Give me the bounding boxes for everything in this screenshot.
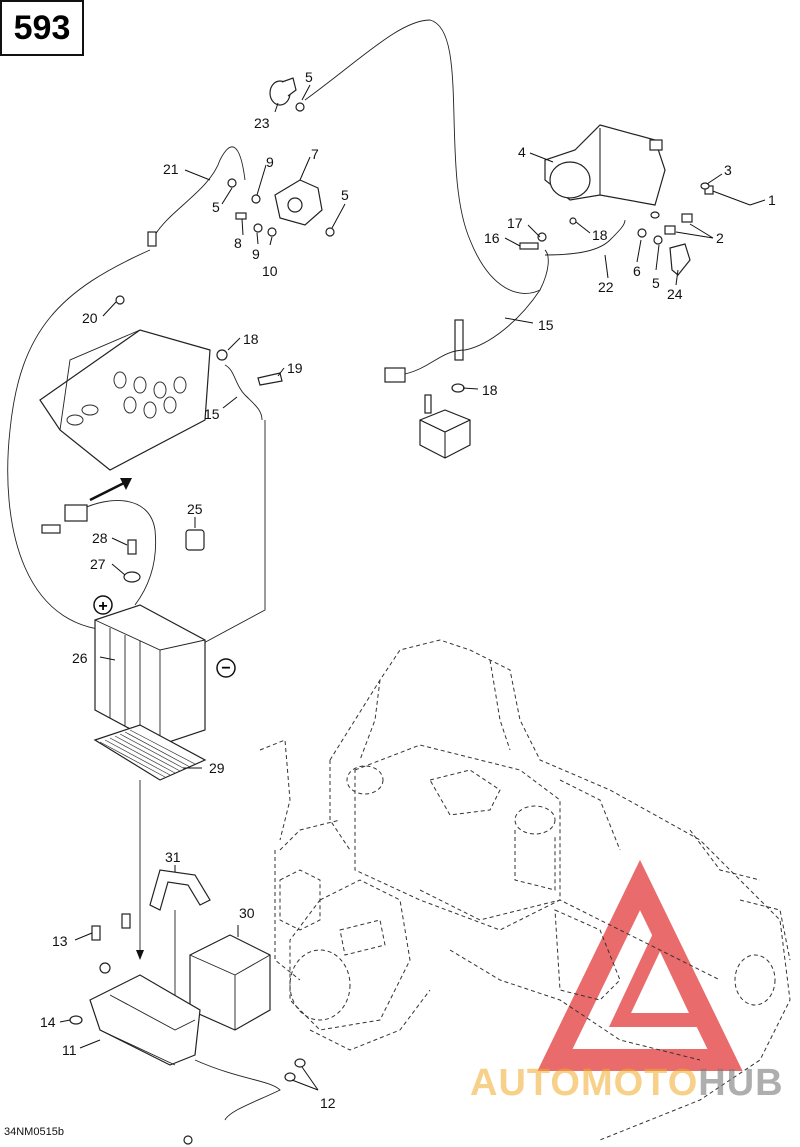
callout-19: 19 xyxy=(287,360,303,376)
fasteners-solenoid xyxy=(227,102,335,237)
callout-26: 26 xyxy=(72,650,88,666)
callout-9b: 9 xyxy=(252,246,260,262)
callout-16: 16 xyxy=(484,230,500,246)
callout-12: 12 xyxy=(320,1095,336,1111)
battery-cover xyxy=(189,934,271,1031)
callout-21: 21 xyxy=(163,161,179,177)
negative-terminal-label: − xyxy=(221,660,230,677)
callout-6: 6 xyxy=(633,263,641,279)
callout-18b: 18 xyxy=(243,331,259,347)
callout-3: 3 xyxy=(724,162,732,178)
starter-solenoid xyxy=(274,179,323,226)
callout-28: 28 xyxy=(92,530,108,546)
callout-13: 13 xyxy=(52,933,68,949)
watermark-logo xyxy=(537,859,743,1071)
callout-27: 27 xyxy=(90,556,106,572)
cable-15-positive xyxy=(7,249,151,631)
callout-17: 17 xyxy=(507,215,523,231)
callout-7: 7 xyxy=(311,146,319,162)
cable-22 xyxy=(544,219,626,256)
watermark-text: AUTOMOTOHUB xyxy=(470,1062,784,1105)
cable-negative xyxy=(199,420,266,646)
fasteners-right xyxy=(519,182,751,276)
drawing-code: 34NM0515b xyxy=(4,1126,64,1138)
callout-31: 31 xyxy=(165,849,181,865)
callout-15b: 15 xyxy=(204,406,220,422)
page-number: 593 xyxy=(0,0,84,56)
heat-shield xyxy=(39,295,211,471)
callout-4: 4 xyxy=(518,144,526,160)
callout-5c: 5 xyxy=(341,187,349,203)
callout-8: 8 xyxy=(234,235,242,251)
callout-22: 22 xyxy=(598,279,614,295)
callout-20: 20 xyxy=(82,310,98,326)
battery: + − xyxy=(93,595,236,746)
callout-1: 1 xyxy=(768,192,776,208)
callout-11: 11 xyxy=(62,1042,77,1058)
callout-29: 29 xyxy=(209,760,225,776)
watermark-text-part2: HUB xyxy=(698,1062,784,1104)
callout-15a: 15 xyxy=(538,317,554,333)
callout-labels: 1 2 3 4 5 5 5 5 6 7 8 9 9 10 11 12 13 14… xyxy=(40,69,776,1111)
callout-2: 2 xyxy=(716,230,724,246)
callout-14: 14 xyxy=(40,1014,56,1030)
callout-30: 30 xyxy=(239,905,255,921)
callout-18a: 18 xyxy=(592,227,608,243)
cable-21-lug xyxy=(147,231,157,247)
callout-24: 24 xyxy=(667,286,683,302)
ground-cable-15 xyxy=(224,364,263,421)
callout-23: 23 xyxy=(254,115,270,131)
callout-5d: 5 xyxy=(652,275,660,291)
callout-10: 10 xyxy=(262,263,278,279)
battery-strap xyxy=(149,869,211,911)
engine-assembly xyxy=(279,744,776,1051)
battery-tray xyxy=(89,962,281,1121)
relay-module xyxy=(419,319,471,459)
connector-plug xyxy=(384,367,406,383)
cable-21 xyxy=(154,146,246,236)
callout-18c: 18 xyxy=(482,382,498,398)
callout-9a: 9 xyxy=(266,154,274,170)
leader-lines xyxy=(59,84,766,1091)
positive-terminal-label: + xyxy=(98,598,107,615)
battery-pad xyxy=(93,724,207,781)
callout-5b: 5 xyxy=(212,199,220,215)
cable-15-right xyxy=(399,249,549,376)
callout-25: 25 xyxy=(187,501,203,517)
cable-main xyxy=(304,19,541,294)
terminal-cap xyxy=(269,77,297,106)
starter-motor xyxy=(544,124,666,206)
watermark-text-part1: AUTOMOTO xyxy=(470,1062,699,1104)
callout-5a: 5 xyxy=(305,69,313,85)
battery-harness xyxy=(41,478,157,606)
